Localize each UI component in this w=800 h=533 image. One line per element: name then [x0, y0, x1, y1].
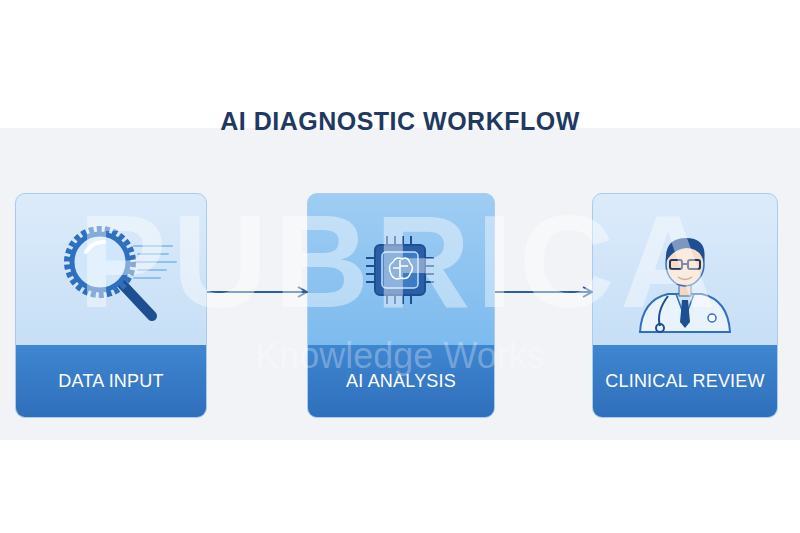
flow-arrow — [207, 291, 307, 293]
diagram-title: AI DIAGNOSTIC WORKFLOW — [0, 107, 800, 136]
process-box: AI ANALYSIS — [307, 193, 495, 418]
chip-icon — [366, 236, 434, 304]
box-label: DATA INPUT — [16, 345, 206, 417]
process-box: CLINICAL REVIEW — [592, 193, 778, 418]
box-label: CLINICAL REVIEW — [593, 345, 777, 417]
box-label: AI ANALYSIS — [308, 345, 494, 417]
doctor-icon — [640, 238, 730, 332]
magnifier-icon — [67, 229, 176, 316]
process-box: DATA INPUT — [15, 193, 207, 418]
flow-arrow — [495, 291, 592, 293]
